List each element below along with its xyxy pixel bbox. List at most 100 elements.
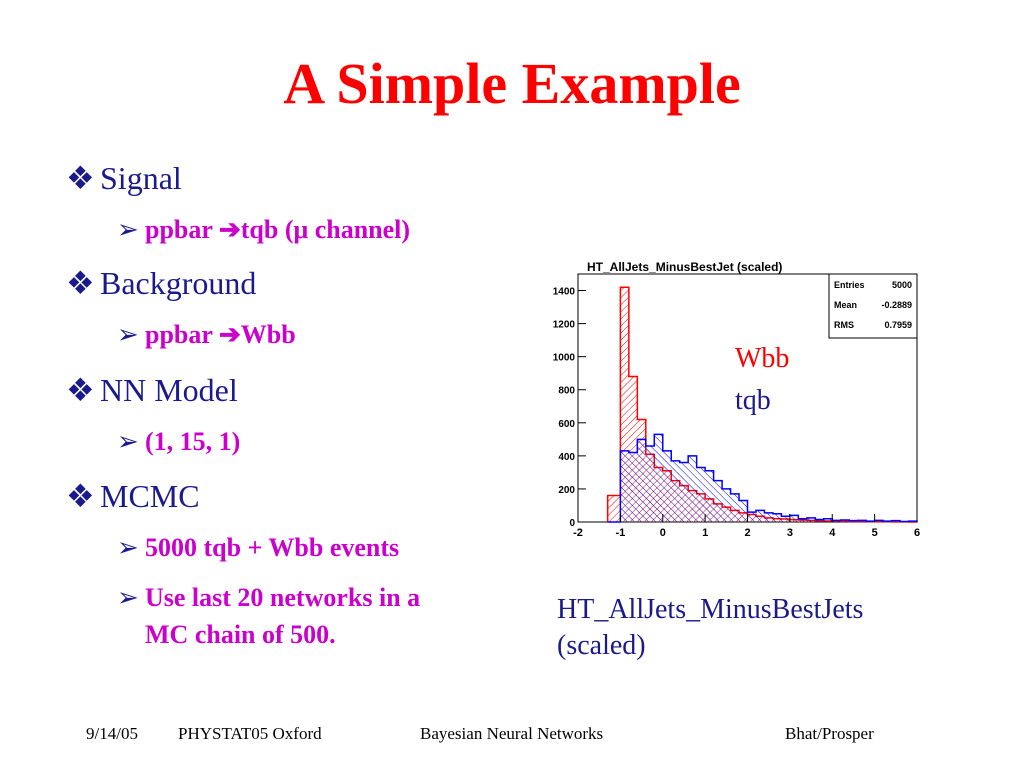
bar-tqb [671,460,680,522]
legend-wbb: Wbb [735,343,790,374]
bullet-label: NN Model [100,372,238,408]
bar-tqb [755,510,765,522]
bar-tqb [679,462,689,522]
bar-tqb [832,520,841,522]
y-tick-label: 600 [558,419,575,430]
sub-bullet-background: ➢ppbar ➔Wbb [117,317,296,353]
bar-tqb [637,439,646,522]
stats-value: -0.2889 [881,300,912,310]
bullet-nn-model: ❖NN Model [66,370,238,410]
x-tick-label: 2 [744,527,750,539]
sub-rest: Wbb [240,320,296,349]
sub-bullet-signal: ➢ppbar ➔tqb (μ channel) [117,212,410,248]
bullet-background: ❖Background [66,263,256,303]
right-arrow-icon: ➔ [218,215,241,244]
bullet-mcmc: ❖MCMC [66,476,200,516]
y-tick-label: 1400 [553,287,576,298]
arrowhead-bullet-icon: ➢ [117,320,139,349]
arrowhead-bullet-icon: ➢ [117,427,139,456]
bar-tqb [747,512,756,522]
sub-paren: (μ channel) [284,215,411,244]
x-tick-label: 1 [702,527,708,539]
stats-key: RMS [834,320,854,330]
bar-tqb [874,520,884,522]
bar-tqb [722,488,731,522]
bar-tqb [772,513,782,522]
right-arrow-icon: ➔ [218,320,241,349]
diamond-bullet-icon: ❖ [66,372,95,408]
bar-tqb [713,480,723,522]
diamond-bullet-icon: ❖ [66,265,95,301]
y-tick-label: 400 [558,452,575,463]
bar-tqb [662,450,672,522]
x-tick-label: 3 [787,527,793,539]
sub-rest: tqb [240,215,279,244]
bar-tqb [823,518,833,522]
slide-title: A Simple Example [283,51,741,116]
footer-date: 9/14/05 [86,724,138,743]
sub-bullet-mcmc-events: ➢5000 tqb + Wbb events [117,530,399,566]
sub-text: (1, 15, 1) [145,427,241,456]
y-tick-label: 0 [569,518,575,529]
series-outline-tqb [607,433,918,523]
sub-prefix: ppbar [145,320,219,349]
footer-topic: Bayesian Neural Networks [420,724,604,743]
bullet-label: MCMC [100,478,200,514]
stats-key: Mean [834,300,857,310]
histogram-chart: HT_AllJets_MinusBestJet (scaled) 0 200 400 6… [553,260,920,539]
stats-value: 0.7959 [884,320,912,330]
bar-tqb [688,455,697,522]
legend-tqb: tqb [735,385,771,416]
bar-tqb [798,518,807,522]
bar-tqb [654,434,663,522]
y-tick-label: 1200 [553,320,576,331]
chart-title: HT_AllJets_MinusBestJet (scaled) [587,260,782,274]
stats-value: 5000 [892,280,912,290]
footer-authors: Bhat/Prosper [785,724,874,743]
bar-wbb [620,287,629,522]
caption-line-2: (scaled) [557,630,646,661]
bar-wbb [628,376,638,522]
y-tick-label: 200 [558,485,575,496]
sub-bullet-nn-model: ➢(1, 15, 1) [117,424,240,460]
bar-tqb [764,512,773,522]
x-tick-label: 5 [872,527,878,539]
arrowhead-bullet-icon: ➢ [117,215,139,244]
y-tick-label: 800 [558,386,575,397]
sub-text: Use last 20 networks in a [145,583,421,612]
bullet-label: Background [100,265,257,301]
arrowhead-bullet-icon: ➢ [117,533,139,562]
footer-conference: PHYSTAT05 Oxford [178,724,322,743]
chart-caption: HT_AllJets_MinusBestJets (scaled) [557,592,863,664]
bar-tqb [739,500,748,522]
bar-tqb [857,520,867,522]
bar-tqb [696,467,706,522]
bar-wbb [607,495,621,522]
bar-tqb [620,450,629,522]
y-tick-label: 1000 [553,353,576,364]
bar-tqb [840,520,850,522]
diamond-bullet-icon: ❖ [66,478,95,514]
caption-line-1: HT_AllJets_MinusBestJets [557,594,864,625]
bullet-signal: ❖Signal [66,158,182,198]
bullet-label: Signal [100,160,182,196]
sub-bullet-mcmc-networks: ➢Use last 20 networks in a [117,580,420,616]
bar-tqb [789,515,799,522]
sub-text: 5000 tqb + Wbb events [145,533,400,562]
x-tick-label: 6 [914,527,920,539]
diamond-bullet-icon: ❖ [66,160,95,196]
bar-tqb [781,516,790,522]
sub-prefix: ppbar [145,215,219,244]
bar-tqb [806,517,816,522]
bar-tqb [645,445,655,522]
bar-tqb [815,519,824,522]
arrowhead-bullet-icon: ➢ [117,583,139,612]
x-tick-label: -1 [615,527,625,539]
bar-tqb [628,452,638,522]
bar-tqb [705,470,714,522]
x-tick-label: 4 [829,527,836,539]
sub-bullet-continuation: MC chain of 500. [145,620,336,649]
stats-box [828,273,918,339]
bar-tqb [730,493,740,522]
stats-key: Entries [834,280,865,290]
